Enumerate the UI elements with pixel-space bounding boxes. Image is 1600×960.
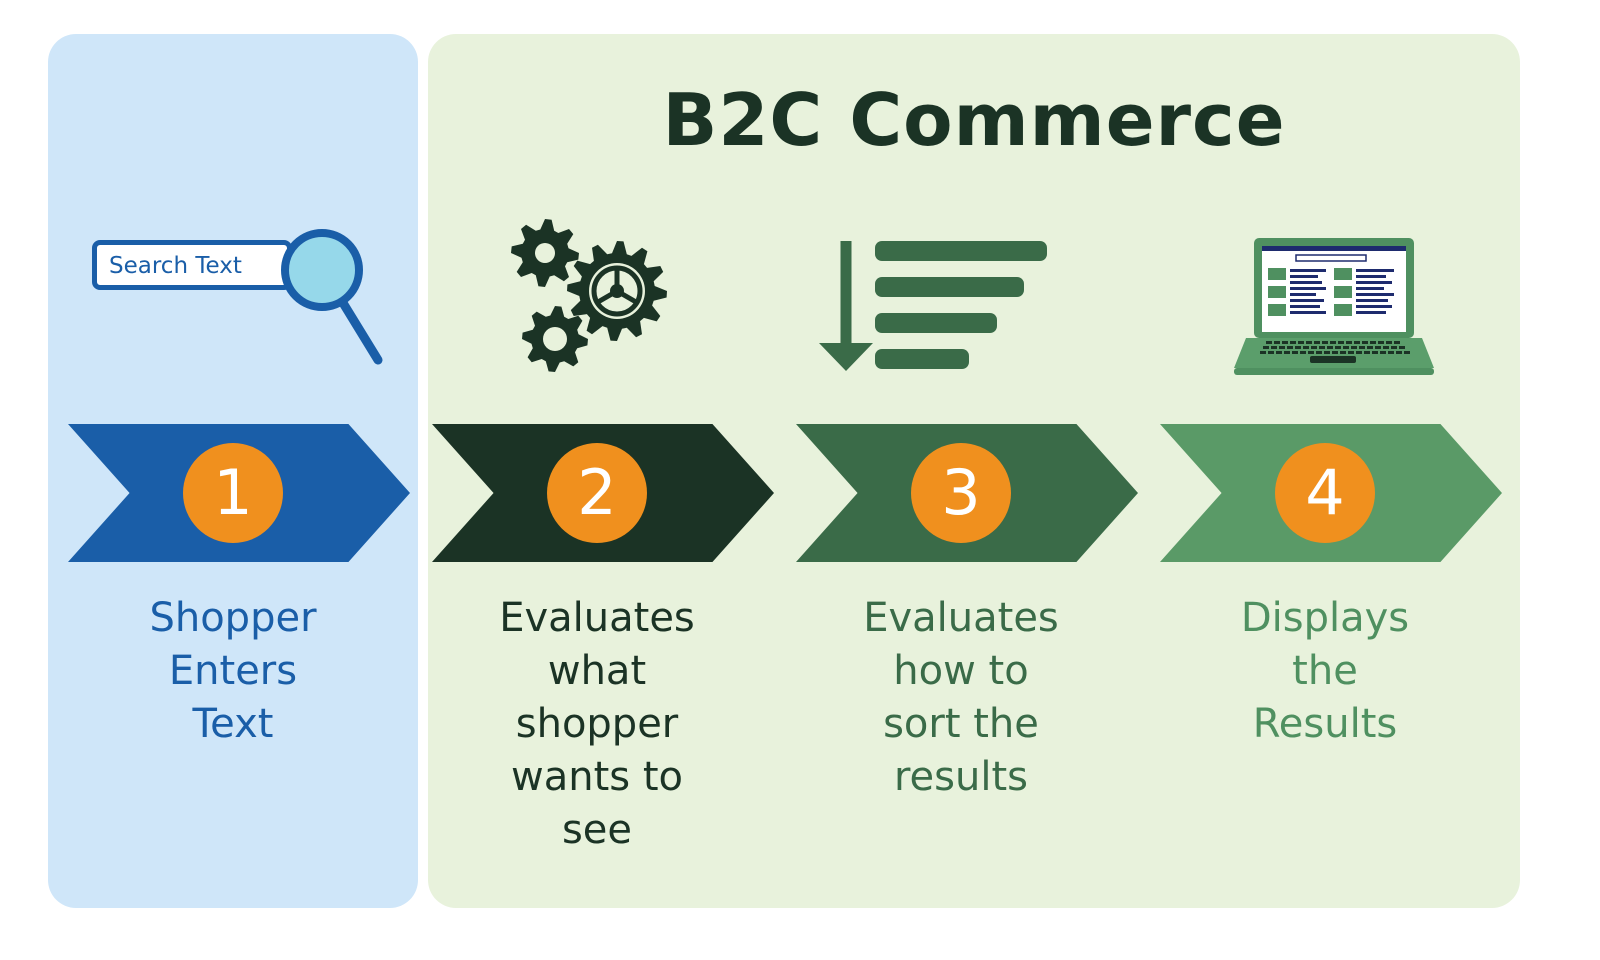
step-2-label-line: see <box>561 807 633 853</box>
step-3-number: 3 <box>911 443 1011 543</box>
step-1-label-line: Enters <box>168 648 298 694</box>
step-1-label-line: Shopper <box>149 595 317 641</box>
search-placeholder-text: Search Text <box>109 253 242 279</box>
step-1-label-line: Text <box>192 701 274 747</box>
step-3-label-line: results <box>893 754 1028 800</box>
search-field-illustration: Search Text <box>92 240 292 290</box>
sort-descending-icon <box>819 241 1047 371</box>
step-4-label-line: Results <box>1252 701 1398 747</box>
step-2-label: Evaluates what shopper wants to see <box>432 592 762 857</box>
step-3-label: Evaluates how to sort the results <box>796 592 1126 804</box>
step-2-number: 2 <box>547 443 647 543</box>
step-2-label-line: Evaluates <box>499 595 695 641</box>
diagram-title: B2C Commerce <box>662 78 1286 162</box>
step-1-label: Shopper Enters Text <box>68 592 398 751</box>
step-2-label-line: what <box>547 648 647 694</box>
magnifier-icon <box>281 229 383 365</box>
step-3-label-line: sort the <box>883 701 1039 747</box>
step-4-label: Displays the Results <box>1160 592 1490 751</box>
step-3-label-line: how to <box>893 648 1029 694</box>
laptop-icon <box>1234 238 1434 375</box>
gears-icon <box>511 219 667 372</box>
step-2-label-line: wants to <box>511 754 683 800</box>
step-1-number: 1 <box>183 443 283 543</box>
step-4-label-line: the <box>1292 648 1358 694</box>
step-4-number: 4 <box>1275 443 1375 543</box>
step-4-label-line: Displays <box>1240 595 1410 641</box>
step-2-label-line: shopper <box>515 701 679 747</box>
step-3-label-line: Evaluates <box>863 595 1059 641</box>
